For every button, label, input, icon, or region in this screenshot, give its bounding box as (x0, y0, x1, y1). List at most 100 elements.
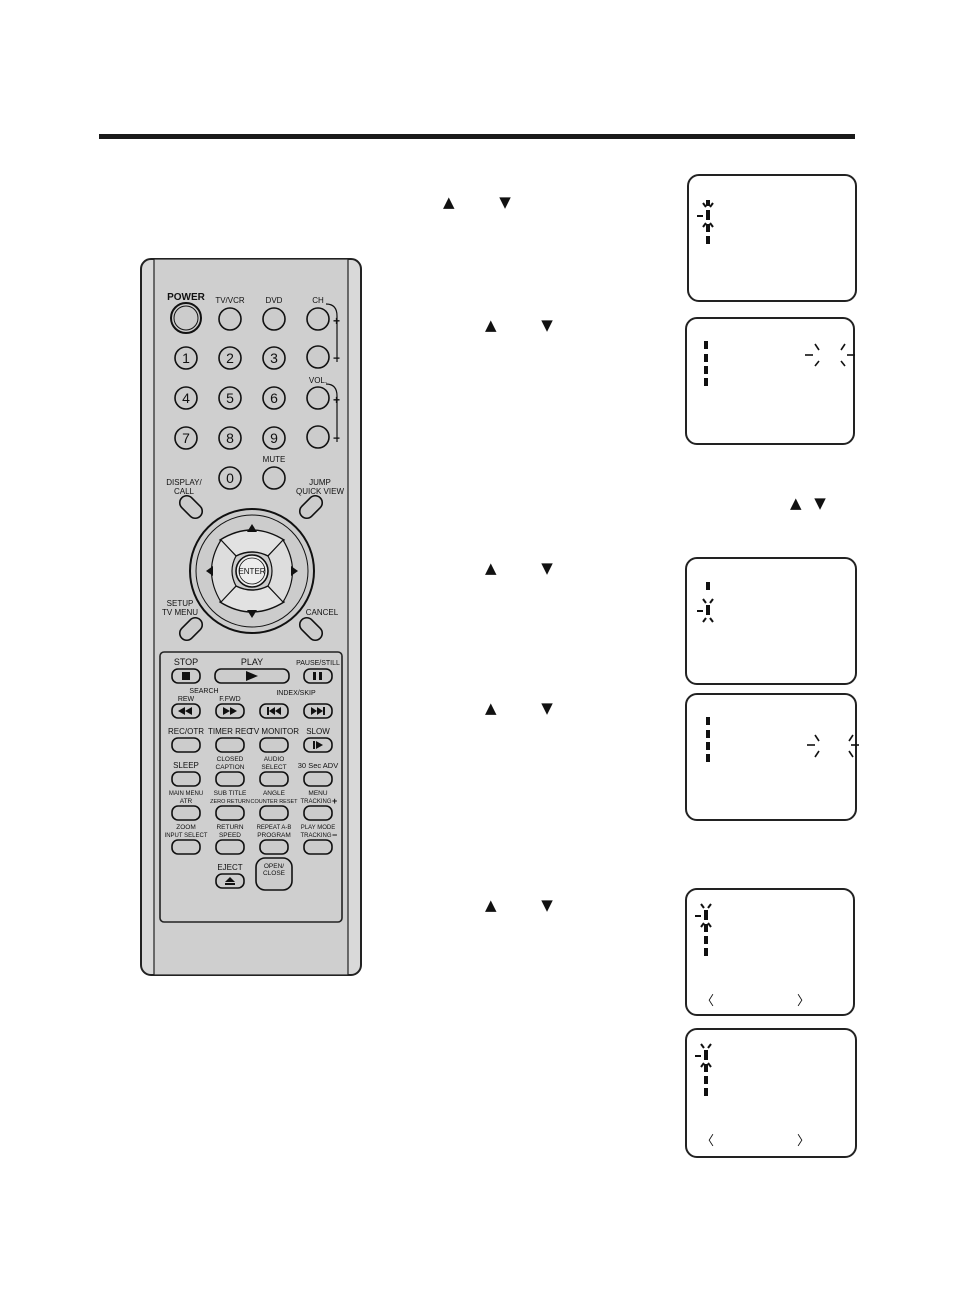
digit-7-label: 7 (182, 430, 190, 446)
rew-label: REW (178, 696, 195, 703)
rec-otr-button[interactable] (171, 737, 201, 753)
play-icon (246, 671, 258, 681)
repeat-button[interactable] (259, 839, 289, 855)
menu-label: MENU (308, 790, 327, 797)
vcr-dvd-panel (159, 651, 343, 923)
angle-button[interactable] (259, 805, 289, 821)
vol-down-button[interactable] (306, 425, 330, 449)
mute-label: MUTE (263, 455, 286, 464)
sub-title-button[interactable] (215, 805, 245, 821)
digit-8-label: 8 (226, 430, 234, 446)
cursor-blink-icon (697, 582, 714, 623)
osd-screen-4 (685, 693, 859, 821)
vol-plus-label: + (333, 393, 340, 407)
digit-7-button[interactable] (174, 426, 198, 450)
osd-screen-2 (685, 317, 855, 445)
osd-screen-5: 〈 〉 (685, 888, 855, 1016)
rec-otr-label: REC/OTR (168, 727, 204, 736)
tv-menu-label: TV MENU (162, 608, 198, 617)
vol-label: VOL. (309, 376, 327, 385)
dvd-button[interactable] (262, 307, 286, 331)
pause-still-label: PAUSE/STILL (296, 660, 340, 667)
vol-up-button[interactable] (306, 386, 330, 410)
quick-view-label: QUICK VIEW (296, 487, 344, 496)
ch-label: CH (312, 296, 324, 305)
timer-rec-button[interactable] (215, 737, 245, 753)
osd-screen-6: 〈 〉 (685, 1028, 857, 1158)
cancel-button[interactable] (297, 615, 325, 643)
main-menu-atr-button[interactable] (171, 805, 201, 821)
digit-3-button[interactable] (262, 346, 286, 370)
eject-icon (225, 877, 235, 882)
digit-2-button[interactable] (218, 346, 242, 370)
rewind-icon (178, 707, 185, 715)
tv-vcr-label: TV/VCR (215, 296, 245, 305)
header-rule (99, 134, 855, 139)
enter-label: ENTER (238, 567, 265, 576)
sub-title-label: SUB TITLE (214, 790, 247, 797)
digit-5-label: 5 (226, 390, 234, 406)
menu-tracking-button[interactable] (303, 805, 333, 821)
tv-monitor-label: TV MONITOR (249, 727, 299, 736)
stop-label: STOP (174, 657, 198, 667)
digit-6-button[interactable] (262, 386, 286, 410)
slow-label: SLOW (306, 727, 330, 736)
tracking-minus-label: TRACKING (300, 833, 331, 839)
jump-quick-view-button[interactable] (297, 493, 325, 521)
digit-6-label: 6 (270, 390, 278, 406)
enter-button[interactable] (235, 554, 269, 588)
digit-5-button[interactable] (218, 386, 242, 410)
setup-label: SETUP (167, 599, 194, 608)
right-bracket: 〉 (797, 994, 811, 1009)
tv-vcr-button[interactable] (218, 307, 242, 331)
cursor-blink-icon (695, 903, 712, 956)
ch-up-button[interactable] (306, 307, 330, 331)
mute-button[interactable] (262, 466, 286, 490)
digit-4-label: 4 (182, 390, 190, 406)
return-label: RETURN (216, 824, 243, 831)
ch-plus-label: + (333, 314, 340, 328)
digit-3-label: 3 (270, 350, 278, 366)
zoom-button[interactable] (171, 839, 201, 855)
zero-return-label: ZERO RETURN (210, 799, 250, 805)
right-arrow-icon (291, 566, 298, 576)
nav-left-button[interactable] (211, 539, 237, 603)
skip-back-icon (267, 707, 269, 715)
counter-reset-label: COUNTER RESET (250, 799, 298, 805)
pause-still-button[interactable] (303, 668, 333, 684)
tracking-minus-sign: − (332, 830, 337, 840)
return-speed-button[interactable] (215, 839, 245, 855)
audio-select-button[interactable] (259, 771, 289, 787)
digit-9-button[interactable] (262, 426, 286, 450)
open-label: OPEN/ (264, 863, 284, 870)
30-sec-adv-button[interactable] (303, 771, 333, 787)
power-label: POWER (167, 292, 206, 303)
ch-down-button[interactable] (306, 345, 330, 369)
closed-caption-button[interactable] (215, 771, 245, 787)
digit-1-button[interactable] (174, 346, 198, 370)
repeat-label: REPEAT A-B (257, 825, 292, 831)
digit-0-button[interactable] (218, 466, 242, 490)
tv-monitor-button[interactable] (259, 737, 289, 753)
play-label: PLAY (241, 657, 263, 667)
open-close-button[interactable] (255, 857, 293, 891)
display-label: DISPLAY/ (166, 478, 202, 487)
cancel-label: CANCEL (306, 608, 339, 617)
zoom-label: ZOOM (176, 824, 196, 831)
select-label: SELECT (261, 764, 286, 771)
setup-tv-menu-button[interactable] (177, 615, 205, 643)
digit-2-label: 2 (226, 350, 234, 366)
power-button[interactable] (170, 302, 202, 334)
closed-label: CLOSED (217, 756, 244, 763)
number-pad: 1 2 3 4 5 6 7 8 9 0 (174, 346, 286, 490)
digit-4-button[interactable] (174, 386, 198, 410)
sleep-label: SLEEP (173, 761, 199, 770)
nav-right-button[interactable] (267, 539, 293, 603)
display-call-button[interactable] (177, 493, 205, 521)
play-mode-button[interactable] (303, 839, 333, 855)
call-label: CALL (174, 487, 195, 496)
dvd-label: DVD (266, 296, 283, 305)
digit-8-button[interactable] (218, 426, 242, 450)
sleep-button[interactable] (171, 771, 201, 787)
speed-label: SPEED (219, 832, 241, 839)
